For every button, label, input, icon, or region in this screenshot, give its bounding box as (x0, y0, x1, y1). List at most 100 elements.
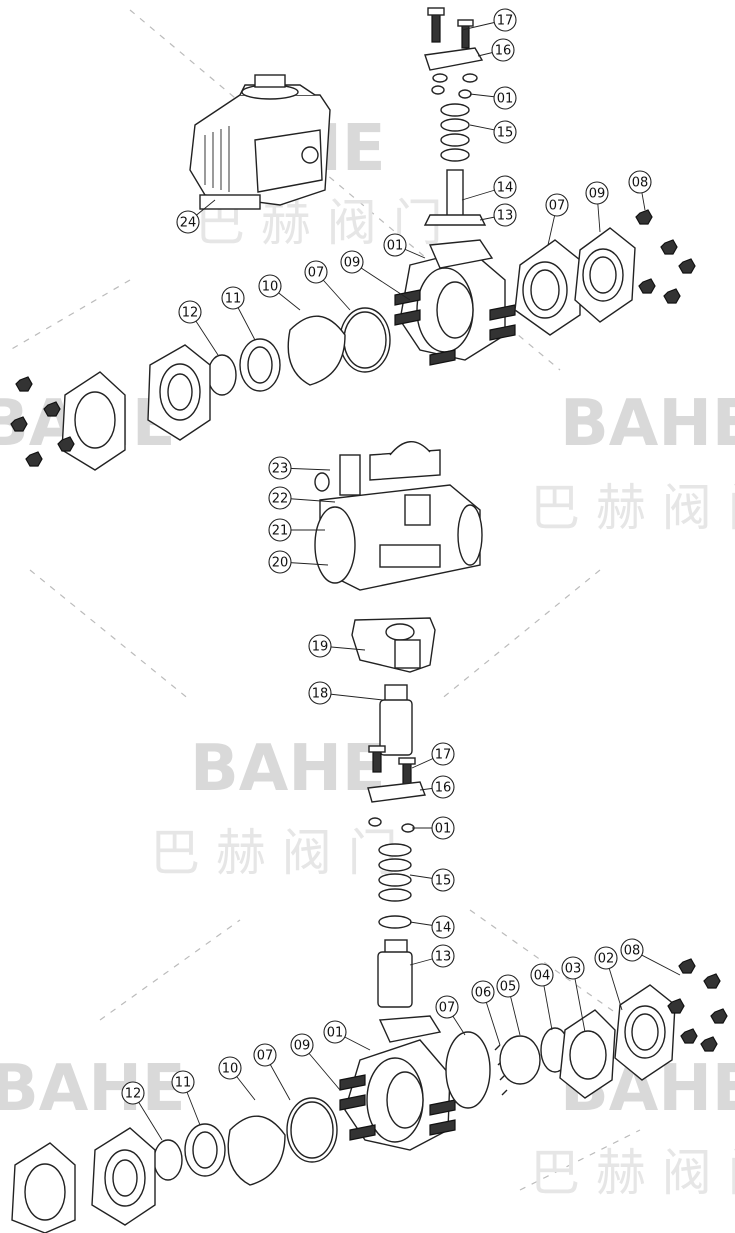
callout-circle (545, 193, 569, 217)
callout-17-top: 17 (461, 8, 517, 32)
callout-number: 02 (598, 952, 615, 967)
callout-circle (268, 518, 292, 542)
callout-01-bot: 01 (412, 816, 455, 840)
callout-circle (435, 995, 459, 1019)
coupling (379, 684, 413, 756)
callout-number: 23 (272, 462, 289, 477)
callout-number: 03 (565, 962, 582, 977)
callout-circle (290, 1033, 314, 1057)
callout-04: 04 (530, 963, 554, 1031)
callout-number: 06 (475, 986, 492, 1001)
callout-number: 10 (222, 1062, 239, 1077)
mounting-bracket (351, 617, 436, 673)
callout-number: 16 (435, 781, 452, 796)
callout-number: 01 (387, 239, 404, 254)
callout-circle (121, 1081, 145, 1105)
top-valve-body (394, 239, 516, 366)
callout-number: 09 (344, 256, 361, 271)
callout-number: 12 (182, 306, 199, 321)
callout-circle (628, 170, 652, 194)
callout-number: 08 (632, 176, 649, 191)
callout-21: 21 (268, 518, 325, 542)
callout-number: 11 (225, 292, 242, 307)
top-stem-stack (423, 7, 487, 226)
callout-circle (308, 681, 332, 705)
callout-10-top: 10 (258, 274, 301, 311)
watermark-brand-2: BAHE (560, 387, 735, 461)
callout-24: 24 (176, 199, 216, 234)
watermark-brand-5: BAHE (0, 1052, 186, 1126)
callout-17-bot: 17 (411, 742, 455, 769)
top-left-components (10, 307, 391, 471)
callout-circle (431, 775, 455, 799)
leader-line (351, 261, 411, 301)
callout-circle (178, 300, 202, 324)
callout-23: 23 (268, 456, 331, 480)
callout-07-bot-l: 07 (253, 1043, 291, 1101)
callout-number: 07 (257, 1049, 274, 1064)
callout-11-bot: 11 (171, 1070, 201, 1126)
callout-circle (308, 634, 332, 658)
callout-number: 20 (272, 556, 289, 571)
bottom-valve-body (339, 1015, 456, 1151)
callout-circle (253, 1043, 277, 1067)
callout-number: 05 (500, 980, 517, 995)
assembly-axes (9, 9, 641, 1191)
callout-number: 10 (262, 280, 279, 295)
callout-number: 01 (327, 1026, 344, 1041)
callout-circle (530, 963, 554, 987)
callout-22: 22 (268, 486, 336, 510)
watermark-cn-2: 巴 赫 阀 门 (530, 479, 735, 537)
callout-07-top-r: 07 (545, 193, 569, 246)
callout-number: 22 (272, 492, 289, 507)
callout-14-top: 14 (461, 175, 517, 201)
callout-circle (221, 286, 245, 310)
callout-circle (585, 181, 609, 205)
callout-number: 09 (589, 187, 606, 202)
callout-11-top: 11 (221, 286, 256, 341)
callout-01-top-body: 01 (383, 233, 426, 259)
callout-circle (176, 210, 200, 234)
callout-number: 16 (495, 44, 512, 59)
callout-circle (431, 816, 455, 840)
callout-15-bot: 15 (409, 868, 455, 892)
pneumatic-actuator (314, 441, 483, 591)
callout-number: 04 (534, 969, 551, 984)
callout-01-top: 01 (469, 86, 517, 110)
callout-number: 01 (435, 822, 452, 837)
callout-circle (431, 944, 455, 968)
callout-08-bot: 08 (620, 938, 681, 976)
callout-number: 15 (497, 126, 514, 141)
callout-07-bot-r: 07 (435, 995, 466, 1036)
callout-number: 14 (497, 181, 514, 196)
bottom-right-components (445, 958, 728, 1109)
callout-12-top: 12 (178, 300, 219, 356)
callout-13-top: 13 (479, 203, 517, 227)
callout-06: 06 (471, 980, 501, 1046)
callout-circle (431, 915, 455, 939)
callout-03: 03 (561, 956, 586, 1033)
callout-number: 07 (549, 199, 566, 214)
callout-02: 02 (594, 946, 623, 1011)
callout-circle (383, 233, 407, 257)
electric-actuator (189, 74, 331, 210)
callout-group: 17 16 01 15 14 13 24 08 07 09 01 09 07 10 11 12 23 22 21 20… (121, 8, 681, 1141)
callout-14-bot: 14 (409, 915, 455, 939)
callout-number: 13 (497, 209, 514, 224)
callout-circle (471, 980, 495, 1004)
callout-05: 05 (496, 974, 521, 1036)
callout-number: 17 (435, 748, 452, 763)
callout-number: 15 (435, 874, 452, 889)
callout-circle (493, 8, 517, 32)
watermark-brand-3: BAHE (190, 732, 386, 806)
callout-circle (304, 260, 328, 284)
callout-circle (340, 250, 364, 274)
callout-circle (218, 1056, 242, 1080)
callout-number: 09 (294, 1039, 311, 1054)
callout-01-bot-body: 01 (323, 1020, 371, 1051)
callout-circle (323, 1020, 347, 1044)
watermark-cn-3: 巴 赫 阀 门 (150, 824, 398, 882)
callout-20: 20 (268, 550, 329, 574)
callout-13-bot: 13 (409, 944, 455, 968)
callout-number: 13 (435, 950, 452, 965)
